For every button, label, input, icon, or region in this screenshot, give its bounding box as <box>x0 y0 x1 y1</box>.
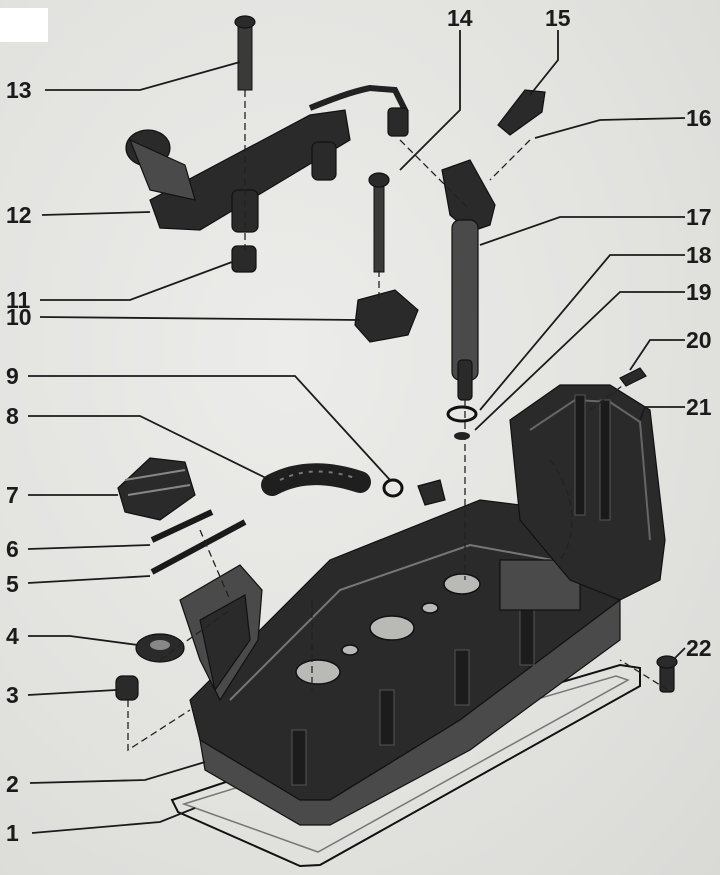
part-cap-3 <box>115 675 139 701</box>
callout-16: 16 <box>686 105 712 131</box>
callout-17: 17 <box>686 204 712 230</box>
part-air-duct <box>179 564 263 702</box>
leader-lines <box>27 30 686 834</box>
part-oil-cap <box>117 457 196 521</box>
part-seal-5 <box>150 519 247 575</box>
part-hose <box>261 463 371 496</box>
callout-19: 19 <box>686 279 712 305</box>
callout-1: 1 <box>6 820 19 846</box>
part-grommet-4 <box>135 633 185 663</box>
callout-14: 14 <box>447 5 473 31</box>
part-cylinder-head-cover <box>189 499 621 826</box>
callout-6: 6 <box>6 536 19 562</box>
callout-15: 15 <box>545 5 571 31</box>
callout-18: 18 <box>686 242 712 268</box>
callout-22: 22 <box>686 635 712 661</box>
part-injector <box>441 159 496 401</box>
callout-12: 12 <box>6 202 32 228</box>
corner-patch <box>0 8 48 42</box>
callout-21: 21 <box>686 394 712 420</box>
callout-11: 11 <box>6 287 31 313</box>
callout-2: 2 <box>6 771 19 797</box>
callout-13: 13 <box>6 77 32 103</box>
callout-8: 8 <box>6 403 19 429</box>
assembly-lines <box>127 90 669 752</box>
part-bolt-14 <box>368 172 390 273</box>
callout-5: 5 <box>6 571 19 597</box>
callout-3: 3 <box>6 682 19 708</box>
callout-10: 10 <box>6 304 32 330</box>
callout-9: 9 <box>6 363 19 389</box>
part-clip <box>382 478 446 506</box>
part-sensor-15 <box>497 89 546 136</box>
callout-20: 20 <box>686 327 712 353</box>
callout-4: 4 <box>6 623 19 649</box>
part-cap-11 <box>231 245 257 273</box>
part-seals <box>446 405 478 440</box>
part-bolt-20 <box>619 367 647 387</box>
part-timing-cover <box>509 384 666 601</box>
callout-labels: 1 2 3 4 5 6 7 8 9 10 11 12 13 14 15 16 1… <box>6 5 712 846</box>
part-clamp-10 <box>354 289 419 343</box>
part-seal-6 <box>150 509 214 543</box>
callout-7: 7 <box>6 482 19 508</box>
part-fuel-rail <box>125 15 409 233</box>
part-bolt-22 <box>656 655 678 693</box>
